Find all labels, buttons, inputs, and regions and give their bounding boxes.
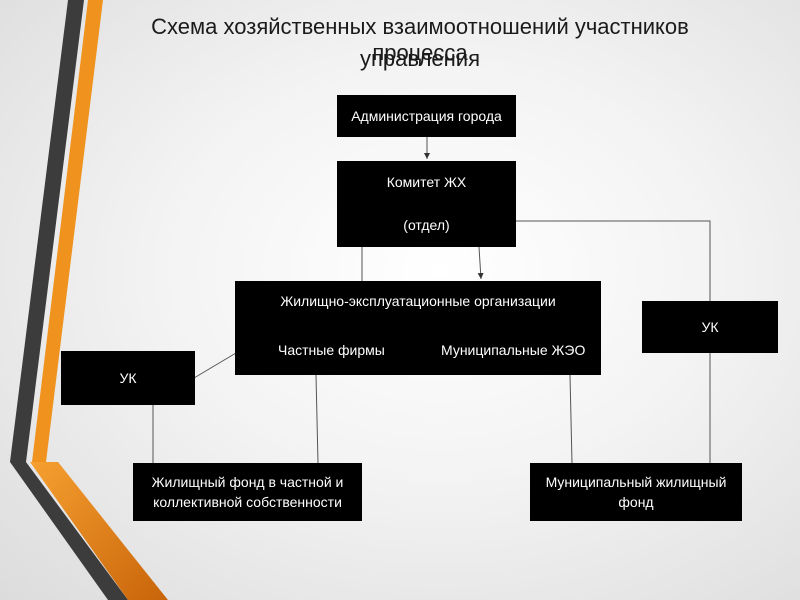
- uk-right-box: УК: [642, 301, 778, 353]
- line-committee-to-uk-right: [516, 220, 711, 301]
- private-fund-label-1: Жилищный фонд в частной и: [151, 474, 344, 490]
- line-org-to-uk-left: [193, 352, 237, 379]
- municipal-fund-label-2: фонд: [618, 494, 654, 510]
- orange-stripe-upper: [32, 0, 103, 462]
- housing-org-title: Жилищно-эксплуатационные организации: [280, 293, 556, 309]
- admin-label: Администрация города: [351, 108, 502, 124]
- line-municipal-zheo-to-municipal-fund: [569, 374, 573, 464]
- dark-stripe-upper: [10, 0, 84, 462]
- title-line-2: управления: [360, 46, 480, 71]
- line-private-firms-to-private-fund: [315, 374, 319, 464]
- orange-stripe-lower: [30, 462, 168, 600]
- arrow-committee-to-org: [477, 246, 484, 280]
- uk-right-label: УК: [701, 319, 719, 335]
- committee-box: Комитет ЖХ (отдел): [337, 161, 516, 247]
- private-firms-label: Частные фирмы: [278, 342, 385, 358]
- municipal-zheo-label: Муниципальные ЖЭО: [441, 342, 586, 358]
- committee-label-2: (отдел): [403, 217, 450, 233]
- title-line-1: Схема хозяйственных взаимоотношений учас…: [151, 14, 689, 65]
- municipal-fund-label-1: Муниципальный жилищный: [545, 474, 727, 490]
- uk-left-label: УК: [119, 370, 137, 386]
- uk-left-box: УК: [61, 351, 195, 405]
- private-fund-label-2: коллективной собственности: [153, 494, 342, 510]
- private-fund-box: Жилищный фонд в частной и коллективной с…: [133, 463, 362, 521]
- dark-stripe-lower: [10, 462, 128, 600]
- housing-org-box: Жилищно-эксплуатационные организации Час…: [235, 281, 601, 375]
- committee-label-1: Комитет ЖХ: [386, 174, 467, 190]
- municipal-fund-box: Муниципальный жилищный фонд: [530, 463, 742, 521]
- admin-box: Администрация города: [337, 95, 516, 137]
